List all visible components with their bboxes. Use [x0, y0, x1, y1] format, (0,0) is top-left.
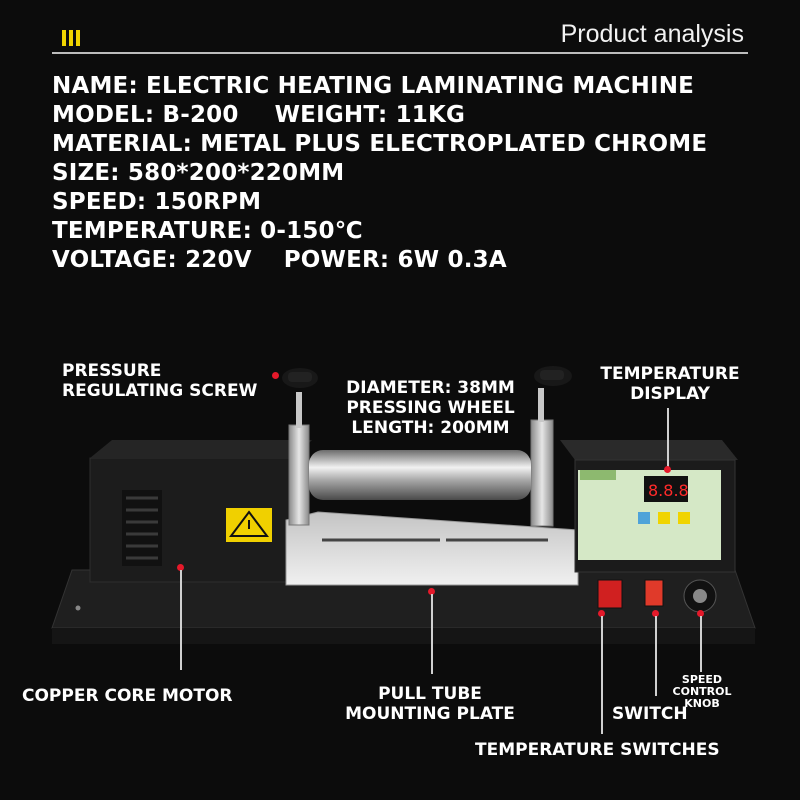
down-button[interactable] — [678, 512, 690, 524]
dot-copper-motor — [177, 564, 184, 571]
pull-tube-mounting-plate — [285, 511, 579, 586]
three-bars-icon — [62, 30, 80, 46]
leader-temperature-display — [667, 408, 669, 470]
dot-pressure-screw — [272, 372, 279, 379]
leader-speed-knob — [700, 616, 702, 672]
label-pressure-screw: PRESSURE REGULATING SCREW — [62, 361, 258, 401]
spec-temperature: TEMPERATURE: 0-150℃ — [52, 218, 363, 244]
temperature-display — [644, 476, 688, 502]
dot-temperature-display — [664, 466, 671, 473]
pressing-wheel — [309, 450, 531, 500]
up-button[interactable] — [658, 512, 670, 524]
label-speed-knob: SPEED CONTROL KNOB — [672, 673, 732, 710]
power-switch[interactable] — [597, 579, 623, 609]
spec-voltage: VOLTAGE: 220V — [52, 247, 252, 273]
spec-name: NAME: ELECTRIC HEATING LAMINATING MACHIN… — [52, 73, 695, 99]
leader-copper-motor — [180, 570, 182, 670]
leader-switch — [655, 616, 657, 696]
laminating-machine-illustration: 8.8.8 — [51, 366, 756, 644]
label-pull-tube: PULL TUBE MOUNTING PLATE — [345, 684, 515, 724]
label-temperature-display: TEMPERATURE DISPLAY — [600, 364, 740, 404]
switch-controls — [597, 579, 717, 613]
pressure-regulating-screw — [282, 366, 572, 527]
spec-speed: SPEED: 150RPM — [52, 189, 262, 215]
set-button[interactable] — [638, 512, 650, 524]
spec-size: SIZE: 580*200*220MM — [52, 160, 345, 186]
warning-icon — [226, 508, 272, 542]
control-box: 8.8.8 — [560, 440, 738, 573]
spec-model-weight: MODEL: B-200 WEIGHT: 11KG — [52, 101, 707, 130]
spec-model: MODEL: B-200 — [52, 102, 239, 128]
spec-power: POWER: 6W 0.3A — [283, 247, 507, 273]
spec-weight: WEIGHT: 11KG — [274, 102, 466, 128]
spec-voltage-power: VOLTAGE: 220V POWER: 6W 0.3A — [52, 246, 707, 275]
dot-pull-tube — [428, 588, 435, 595]
spec-material: MATERIAL: METAL PLUS ELECTROPLATED CHROM… — [52, 131, 708, 157]
motor-housing — [89, 440, 312, 583]
label-switch: SWITCH — [612, 704, 688, 724]
dot-switch — [652, 610, 659, 617]
machine-base — [51, 569, 756, 644]
temperature-switch[interactable] — [644, 579, 664, 607]
label-pressing-wheel: DIAMETER: 38MM PRESSING WHEEL LENGTH: 20… — [346, 378, 515, 438]
leader-temperature-switches — [601, 616, 603, 734]
dot-speed-knob — [697, 610, 704, 617]
dot-temperature-switches — [598, 610, 605, 617]
label-temperature-switches: TEMPERATURE SWITCHES — [475, 740, 720, 760]
svg-text:8.8.8: 8.8.8 — [648, 481, 689, 500]
label-copper-motor: COPPER CORE MOTOR — [22, 686, 233, 706]
page-title: Product analysis — [560, 20, 744, 48]
header-divider — [52, 52, 748, 54]
spec-list: NAME: ELECTRIC HEATING LAMINATING MACHIN… — [52, 72, 707, 275]
leader-pull-tube — [431, 594, 433, 674]
